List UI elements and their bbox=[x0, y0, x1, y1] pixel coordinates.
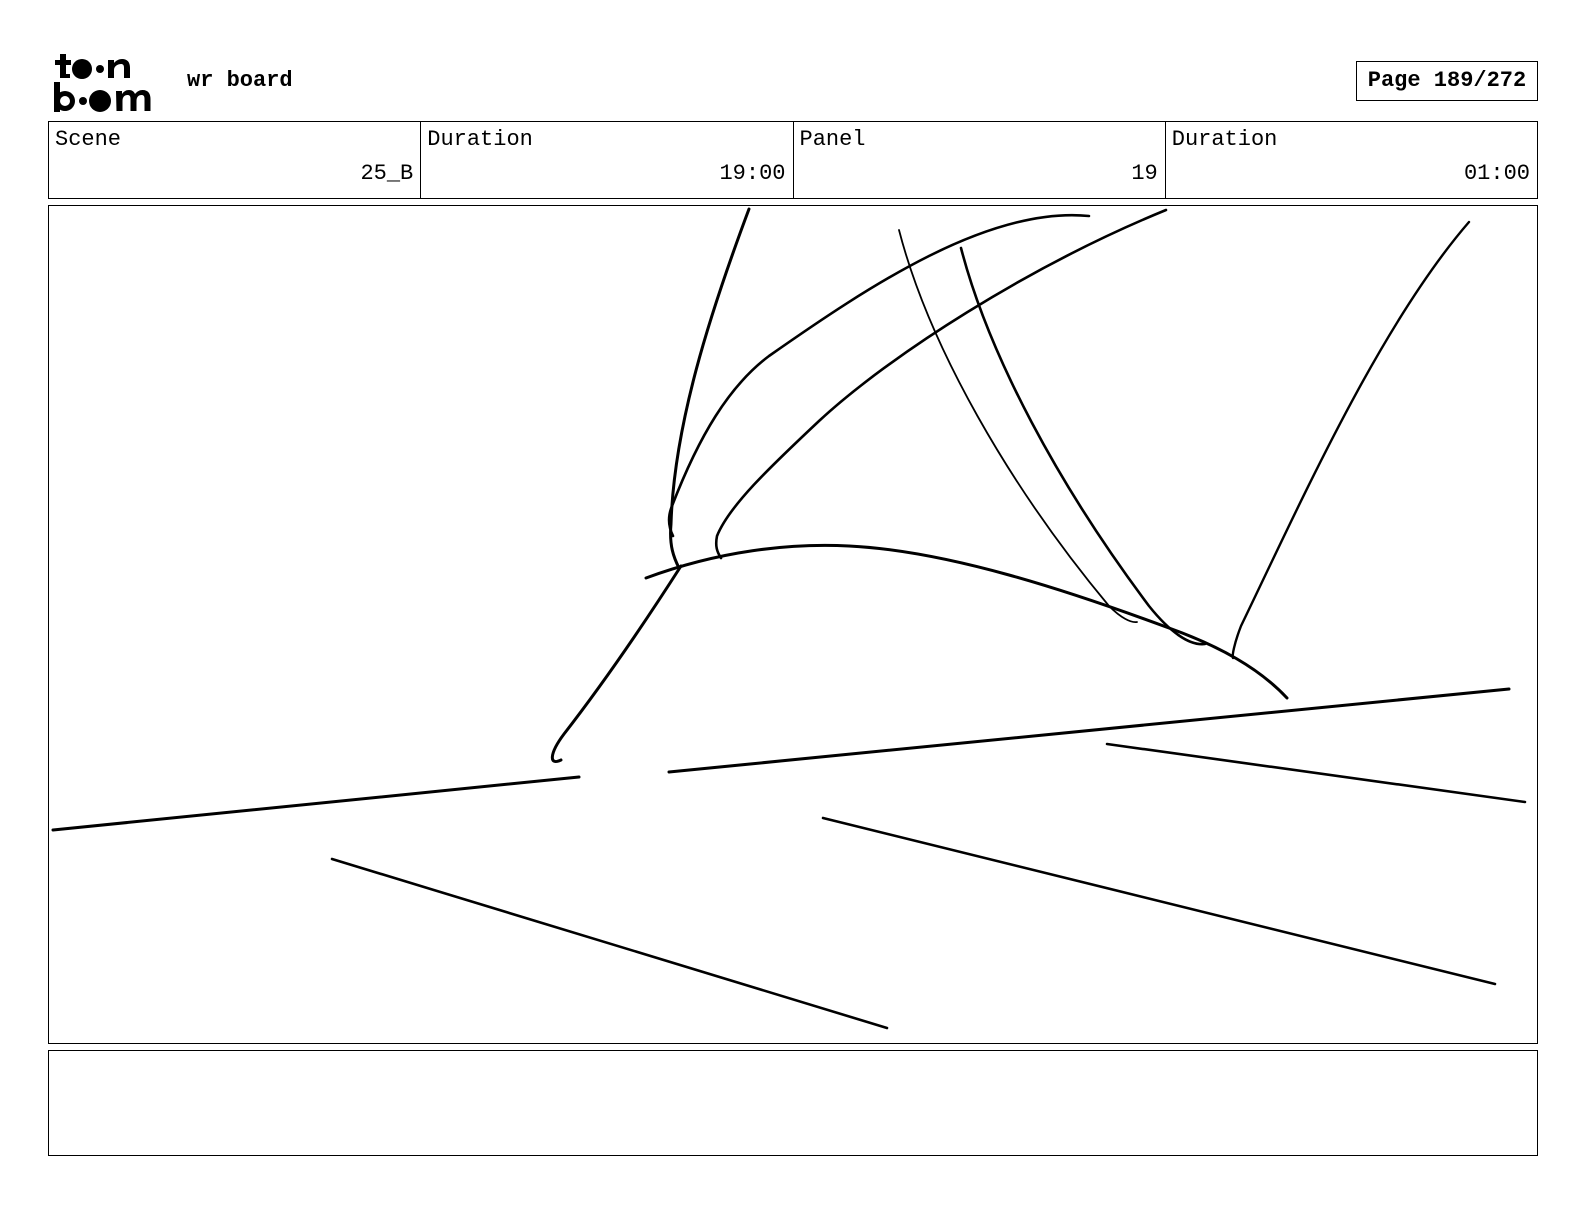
panel-sketch bbox=[51, 207, 1527, 1030]
panel-label: Panel bbox=[799, 127, 866, 152]
sketch-stroke bbox=[330, 857, 889, 1030]
sketch-stroke bbox=[821, 816, 1497, 986]
panel-info-row: Scene 25_B Duration 19:00 Panel 19 Durat… bbox=[48, 121, 1538, 199]
sketch-stroke bbox=[669, 207, 751, 570]
scene-duration-label: Duration bbox=[427, 127, 533, 152]
scene-value: 25_B bbox=[360, 161, 414, 186]
sketch-stroke bbox=[51, 687, 1511, 832]
toon-boom-logo bbox=[54, 54, 151, 112]
scene-label: Scene bbox=[55, 127, 122, 152]
scene-duration-cell: Duration 19:00 bbox=[421, 122, 794, 198]
scene-cell: Scene 25_B bbox=[49, 122, 422, 198]
sketch-stroke bbox=[667, 213, 1091, 538]
panel-duration-label: Duration bbox=[1171, 127, 1278, 152]
project-title: wr board bbox=[187, 68, 293, 93]
scene-duration-value: 19:00 bbox=[719, 161, 786, 186]
sketch-stroke bbox=[959, 246, 1207, 646]
panel-value: 19 bbox=[1131, 161, 1158, 186]
sketch-stroke bbox=[1231, 220, 1471, 660]
panel-duration-cell: Duration 01:00 bbox=[1166, 122, 1537, 198]
storyboard-panel bbox=[48, 205, 1538, 1044]
panel-notes-box[interactable] bbox=[48, 1050, 1538, 1156]
panel-cell: Panel 19 bbox=[794, 122, 1166, 198]
sketch-stroke bbox=[714, 208, 1168, 560]
page-indicator: Page 189/272 bbox=[1356, 61, 1538, 101]
sketch-stroke bbox=[1105, 742, 1527, 804]
panel-duration-value: 01:00 bbox=[1463, 161, 1530, 186]
sketch-stroke bbox=[644, 543, 1289, 700]
sketch-stroke bbox=[898, 229, 1138, 623]
sketch-stroke bbox=[550, 564, 683, 763]
